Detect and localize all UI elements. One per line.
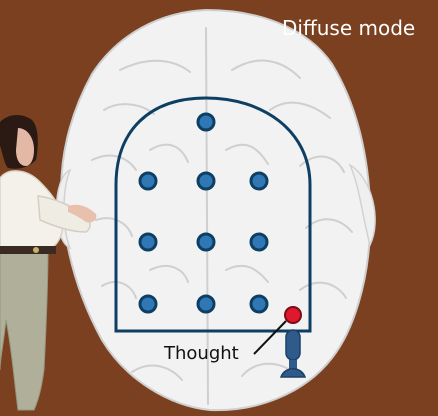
pinball-outline bbox=[114, 96, 312, 333]
bumper-dot bbox=[138, 232, 158, 252]
bumper-dot bbox=[138, 171, 158, 191]
slide-title: Diffuse mode bbox=[282, 16, 416, 40]
bumper-dot bbox=[138, 294, 158, 314]
bumper-dot bbox=[249, 232, 269, 252]
bumper-dot bbox=[196, 112, 216, 132]
bumper-dot bbox=[196, 294, 216, 314]
bumper-dot bbox=[249, 294, 269, 314]
thought-label: Thought bbox=[164, 343, 239, 364]
bumper-dot bbox=[249, 171, 269, 191]
pinball-plunger-icon bbox=[279, 329, 307, 378]
bumper-dot bbox=[196, 171, 216, 191]
presenter-figure bbox=[0, 115, 97, 411]
bumper-dot bbox=[196, 232, 216, 252]
thought-pointer-line bbox=[253, 320, 287, 355]
red-ball bbox=[284, 306, 302, 324]
